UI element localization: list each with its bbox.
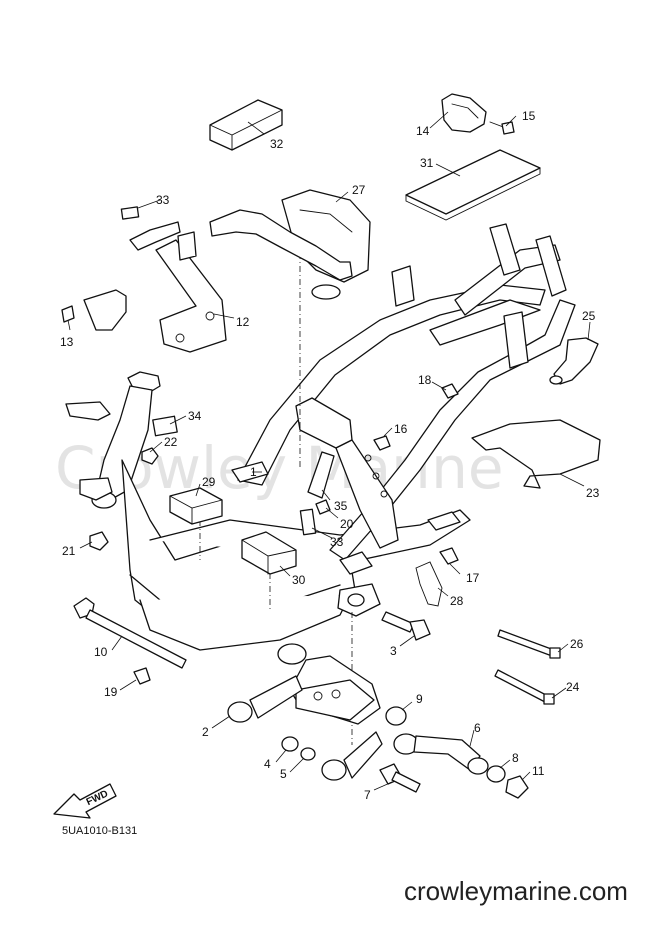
drawing-code: 5UA1010-B131 bbox=[62, 825, 137, 837]
label-part-29: 29 bbox=[202, 475, 216, 489]
part-10-long-bolt bbox=[73, 597, 187, 669]
label-part-23: 23 bbox=[586, 486, 600, 500]
label-part-8: 8 bbox=[512, 751, 519, 765]
part-21-nut bbox=[89, 531, 109, 551]
label-part-34: 34 bbox=[188, 409, 202, 423]
label-part-12: 12 bbox=[236, 315, 250, 329]
part-24-tie bbox=[494, 669, 555, 705]
label-part-31: 31 bbox=[420, 156, 434, 170]
label-part-17: 17 bbox=[466, 571, 480, 585]
part-link-assembly bbox=[227, 643, 383, 781]
part-11-nut bbox=[505, 775, 529, 799]
label-part-3: 3 bbox=[390, 644, 397, 658]
label-part-26: 26 bbox=[570, 637, 584, 651]
part-29-pad bbox=[169, 487, 223, 525]
part-19-nut bbox=[133, 667, 151, 685]
label-part-32: 32 bbox=[270, 137, 284, 151]
part-12-bracket bbox=[129, 221, 227, 353]
fwd-arrow-icon: FWD bbox=[53, 783, 117, 819]
label-part-1: 1 bbox=[250, 465, 257, 479]
part-13-bolt-plate bbox=[61, 289, 127, 331]
label-part-15: 15 bbox=[522, 109, 536, 123]
part-labels: 32 14 15 31 27 33 12 13 34 22 21 29 1 35… bbox=[60, 109, 600, 802]
label-part-21: 21 bbox=[62, 544, 76, 558]
part-26-tie bbox=[497, 629, 561, 659]
part-4-collar bbox=[281, 736, 299, 752]
label-part-27: 27 bbox=[352, 183, 366, 197]
label-part-5: 5 bbox=[280, 767, 287, 781]
label-part-7: 7 bbox=[364, 788, 371, 802]
label-part-11: 11 bbox=[532, 764, 545, 778]
part-30-pad bbox=[241, 531, 297, 575]
label-part-22: 22 bbox=[164, 435, 178, 449]
label-part-33-upper: 33 bbox=[156, 193, 170, 207]
label-part-28: 28 bbox=[450, 594, 464, 608]
part-18-nut bbox=[441, 383, 459, 399]
label-part-10: 10 bbox=[94, 645, 108, 659]
part-5-washer bbox=[300, 747, 316, 761]
label-part-2: 2 bbox=[202, 725, 209, 739]
part-14-clip bbox=[441, 93, 487, 133]
part-7-bolt bbox=[379, 763, 421, 793]
label-part-19: 19 bbox=[104, 685, 118, 699]
part-33-pad-lower bbox=[299, 508, 317, 536]
label-part-25: 25 bbox=[582, 309, 596, 323]
part-31-pad bbox=[405, 149, 541, 221]
label-part-14: 14 bbox=[416, 124, 430, 138]
part-20-clip bbox=[315, 499, 331, 515]
label-part-30: 30 bbox=[292, 573, 306, 587]
main-frame bbox=[65, 223, 576, 651]
part-6-arm bbox=[393, 733, 489, 775]
label-part-20: 20 bbox=[340, 517, 354, 531]
label-part-6: 6 bbox=[474, 721, 481, 735]
label-part-18: 18 bbox=[418, 373, 432, 387]
part-28-clip bbox=[415, 561, 443, 607]
part-8-washer bbox=[486, 765, 506, 783]
part-3-bolt bbox=[381, 611, 431, 641]
part-32-block bbox=[209, 99, 283, 151]
site-footer: crowleymarine.com bbox=[404, 876, 628, 906]
label-part-16: 16 bbox=[394, 422, 408, 436]
part-33-pad-upper bbox=[120, 206, 140, 220]
part-16-nut bbox=[373, 435, 391, 451]
part-9-bushing bbox=[385, 706, 407, 726]
label-part-24: 24 bbox=[566, 680, 580, 694]
label-part-33-lower: 33 bbox=[330, 535, 344, 549]
label-part-35: 35 bbox=[334, 499, 348, 513]
label-part-13: 13 bbox=[60, 335, 74, 349]
part-22-nut bbox=[141, 447, 159, 465]
leader-lines bbox=[67, 111, 591, 791]
part-15-bolt bbox=[489, 121, 515, 135]
part-25-hook bbox=[549, 337, 599, 385]
label-part-4: 4 bbox=[264, 757, 271, 771]
part-34-pad bbox=[152, 415, 178, 437]
part-35-pad bbox=[307, 451, 335, 499]
label-part-9: 9 bbox=[416, 692, 423, 706]
part-27-battery-box bbox=[209, 189, 371, 300]
part-17-clip bbox=[439, 547, 459, 565]
part-23-cover bbox=[471, 419, 601, 489]
